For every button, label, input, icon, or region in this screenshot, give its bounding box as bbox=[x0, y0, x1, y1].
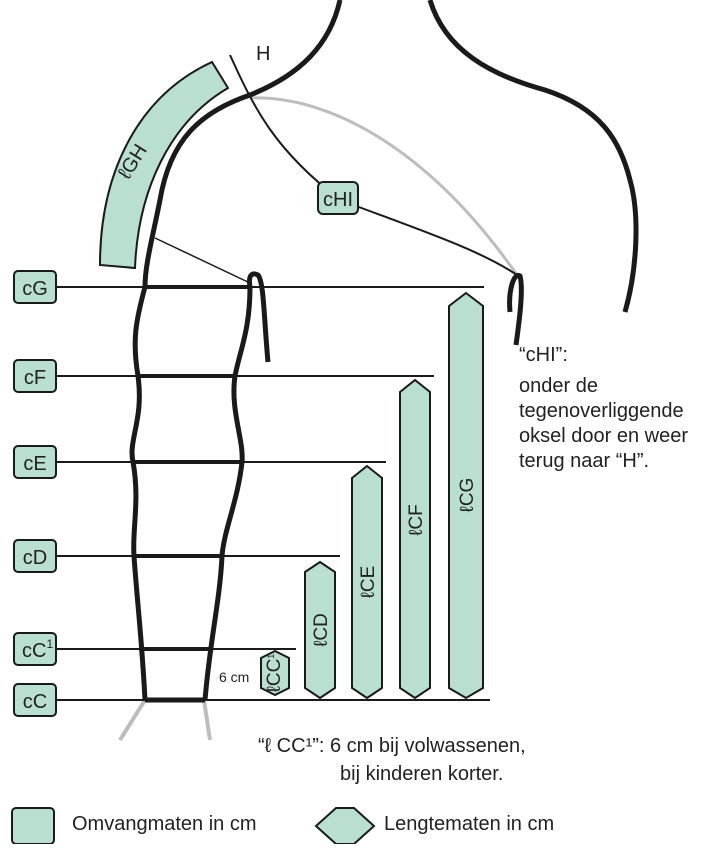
left-leg-stub bbox=[118, 698, 147, 742]
grey-guide-line bbox=[249, 96, 519, 276]
label-lCF: ℓCF bbox=[406, 504, 427, 535]
label-cD: cD bbox=[23, 547, 47, 569]
chi-note-line: oksel door en weer bbox=[519, 425, 688, 447]
chi-note-line: “cHI”: bbox=[519, 344, 568, 366]
left-armpit-loop bbox=[247, 271, 271, 363]
box-cC1 bbox=[13, 632, 57, 666]
box-cF bbox=[13, 359, 57, 393]
legend-circumference-swatch bbox=[11, 807, 55, 845]
label-H: H bbox=[256, 43, 270, 65]
legend-circumference-label: Omvangmaten in cm bbox=[72, 813, 257, 835]
hex-lCC1 bbox=[260, 649, 290, 697]
label-cC1-sup: 1 bbox=[46, 637, 53, 651]
chi-note: “cHI”: onder de tegenoverliggende oksel … bbox=[519, 343, 688, 474]
box-cD bbox=[13, 539, 57, 573]
chi-note-line: onder de bbox=[519, 375, 598, 397]
hex-lCG bbox=[448, 291, 484, 700]
label-cC: cC bbox=[23, 691, 47, 713]
right-shoulder-outline bbox=[427, 0, 639, 313]
label-six-cm: 6 cm bbox=[219, 669, 249, 685]
left-shoulder-outline bbox=[142, 0, 343, 288]
arm-inner-outline bbox=[202, 286, 253, 701]
torso-left-outline bbox=[129, 286, 148, 701]
hex-lCF bbox=[399, 378, 431, 700]
measure-line-hi bbox=[229, 54, 518, 276]
label-cE: cE bbox=[23, 453, 46, 475]
box-cG bbox=[13, 270, 57, 304]
legend-length-label: Lengtematen in cm bbox=[384, 813, 555, 835]
label-cHI: cHI bbox=[323, 189, 353, 211]
label-lCE: ℓCE bbox=[358, 566, 379, 599]
band-lGH bbox=[98, 60, 230, 270]
box-cHI bbox=[317, 181, 359, 215]
lcc-note-line2: bij kinderen korter. bbox=[340, 763, 504, 785]
label-lCC1: ℓCC1 bbox=[264, 654, 285, 693]
label-cC1: cC1 bbox=[22, 637, 53, 662]
measure-line-gh bbox=[154, 237, 251, 284]
chi-note-line: terug naar “H”. bbox=[519, 450, 650, 472]
box-cE bbox=[13, 445, 57, 479]
hex-lCD bbox=[304, 560, 336, 700]
label-cF: cF bbox=[24, 367, 46, 389]
right-armpit-loop bbox=[507, 272, 524, 346]
lcc-note-line1: “ℓ CC¹”: 6 cm bij volwassenen, bbox=[258, 735, 526, 757]
box-cC bbox=[13, 683, 57, 717]
chi-note-line: tegenoverliggende bbox=[519, 400, 684, 422]
label-cG: cG bbox=[22, 278, 48, 300]
hex-lCE bbox=[351, 464, 383, 700]
label-lCD: ℓCD bbox=[311, 613, 332, 647]
label-lCG: ℓCG bbox=[457, 478, 478, 513]
right-leg-stub bbox=[202, 699, 212, 741]
label-lCC1-sup: 1 bbox=[266, 654, 276, 659]
legend-length-swatch bbox=[314, 807, 376, 845]
